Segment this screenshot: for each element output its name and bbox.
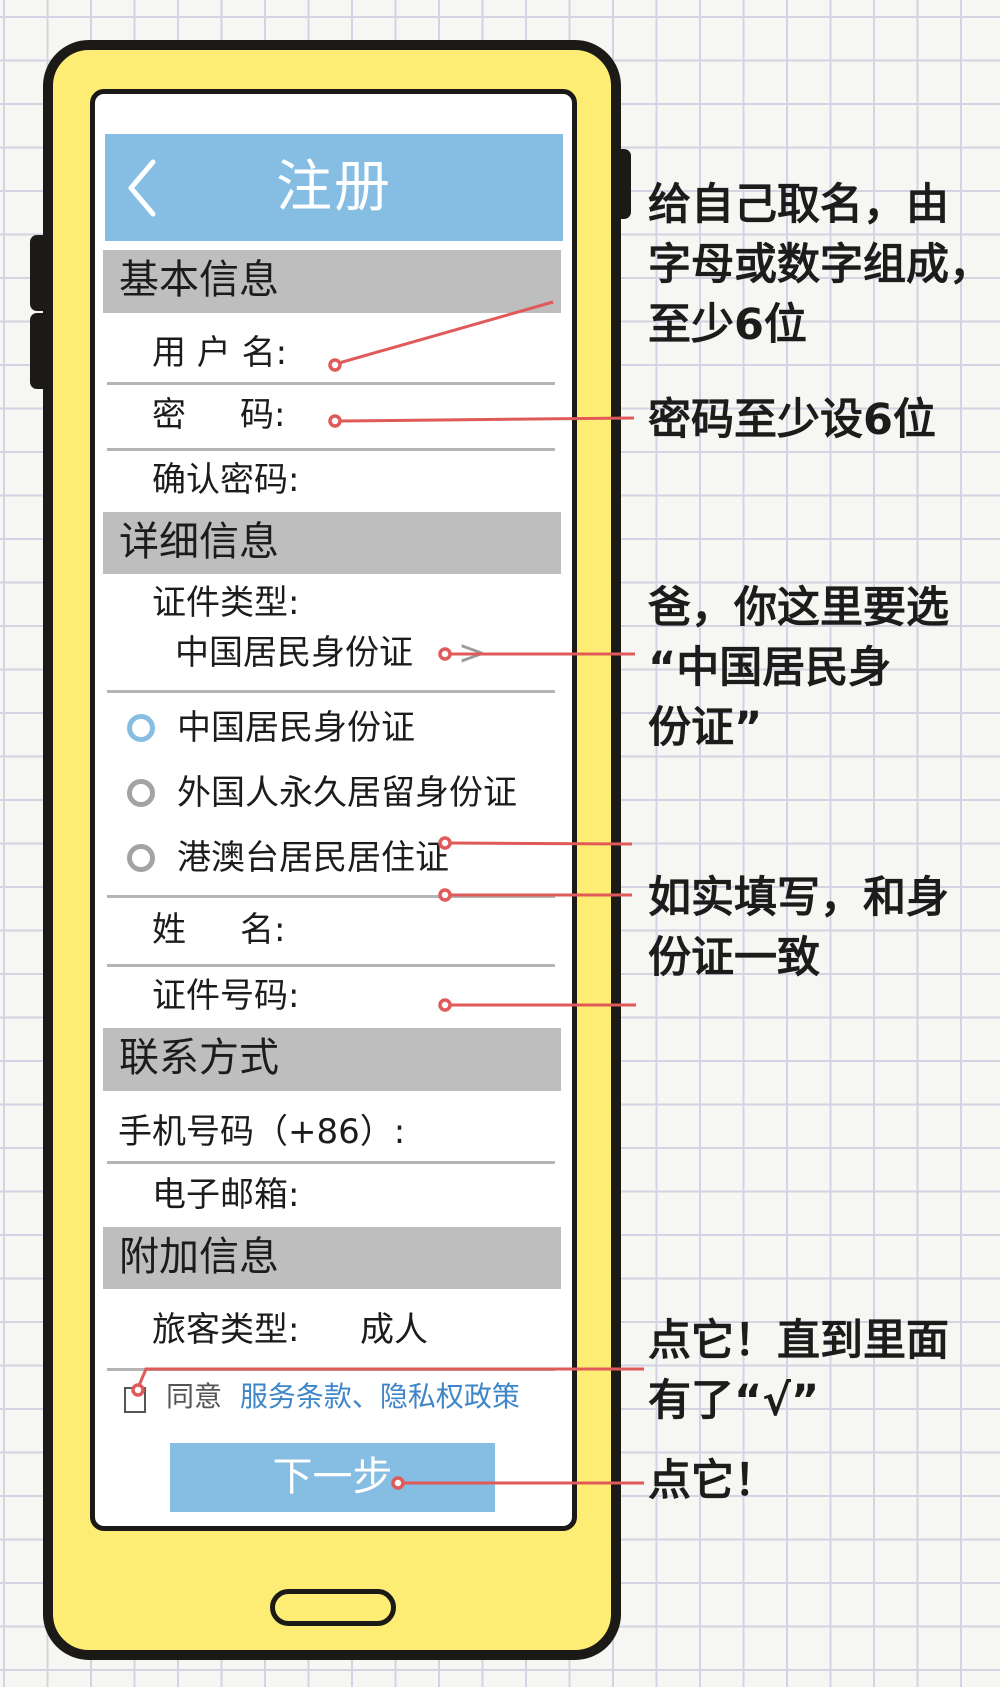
annotation-password: 密码至少设6位 xyxy=(648,395,936,445)
agree-checkbox[interactable] xyxy=(124,1387,146,1413)
section-header-detail: 详细信息 xyxy=(103,512,561,574)
radio-label[interactable]: 外国人永久居留身份证 xyxy=(177,773,517,813)
passenger-type-label: 旅客类型: xyxy=(152,1310,300,1350)
phone-field[interactable]: 手机号码（+86）: xyxy=(118,1112,406,1152)
page-title: 注册 xyxy=(276,155,392,220)
terms-privacy-link[interactable]: 服务条款、隐私权政策 xyxy=(239,1380,520,1413)
annotation-real-info: 如实填写，和身 份证一致 xyxy=(648,873,949,983)
section-header-basic: 基本信息 xyxy=(103,250,561,313)
confirm-password-field[interactable]: 确认密码: xyxy=(152,460,300,500)
annotation-id-type: 爸，你这里要选 “中国居民身 份证” xyxy=(648,583,949,753)
divider xyxy=(107,448,555,451)
radio-label[interactable]: 港澳台居民居住证 xyxy=(177,838,449,878)
divider xyxy=(107,895,555,898)
divider xyxy=(107,1161,555,1164)
id-number-field[interactable]: 证件号码: xyxy=(152,976,300,1016)
home-button[interactable] xyxy=(270,1589,396,1626)
divider xyxy=(107,690,555,693)
radio-hk-macao-tw[interactable] xyxy=(127,844,155,872)
chevron-left-icon[interactable] xyxy=(127,158,157,218)
agree-label: 同意 xyxy=(166,1380,223,1413)
chevron-right-icon[interactable]: > xyxy=(458,633,487,673)
annotation-checkbox: 点它！直到里面 有了“√” xyxy=(648,1316,949,1426)
annotation-username: 给自己取名，由 字母或数字组成， 至少6位 xyxy=(648,180,992,350)
annotation-next: 点它！ xyxy=(648,1456,777,1506)
name-field[interactable]: 姓 名: xyxy=(152,910,286,950)
title-bar: 注册 xyxy=(105,134,563,241)
radio-cn-id[interactable] xyxy=(127,714,155,742)
divider xyxy=(107,382,555,385)
divider xyxy=(107,964,555,967)
password-field[interactable]: 密 码: xyxy=(152,395,286,435)
radio-foreign-permanent[interactable] xyxy=(127,779,155,807)
id-type-select[interactable]: 中国居民身份证 xyxy=(175,633,413,673)
agreement-text: 同意 服务条款、隐私权政策 xyxy=(166,1383,520,1411)
email-field[interactable]: 电子邮箱: xyxy=(152,1175,300,1215)
username-field[interactable]: 用 户 名: xyxy=(152,333,288,373)
id-type-label: 证件类型: xyxy=(152,583,300,623)
radio-label[interactable]: 中国居民身份证 xyxy=(177,708,415,748)
section-header-extra: 附加信息 xyxy=(103,1227,561,1289)
next-step-button[interactable]: 下一步 xyxy=(170,1443,495,1512)
divider xyxy=(107,1368,555,1371)
section-header-contact: 联系方式 xyxy=(103,1028,561,1091)
passenger-type-value[interactable]: 成人 xyxy=(360,1310,428,1350)
